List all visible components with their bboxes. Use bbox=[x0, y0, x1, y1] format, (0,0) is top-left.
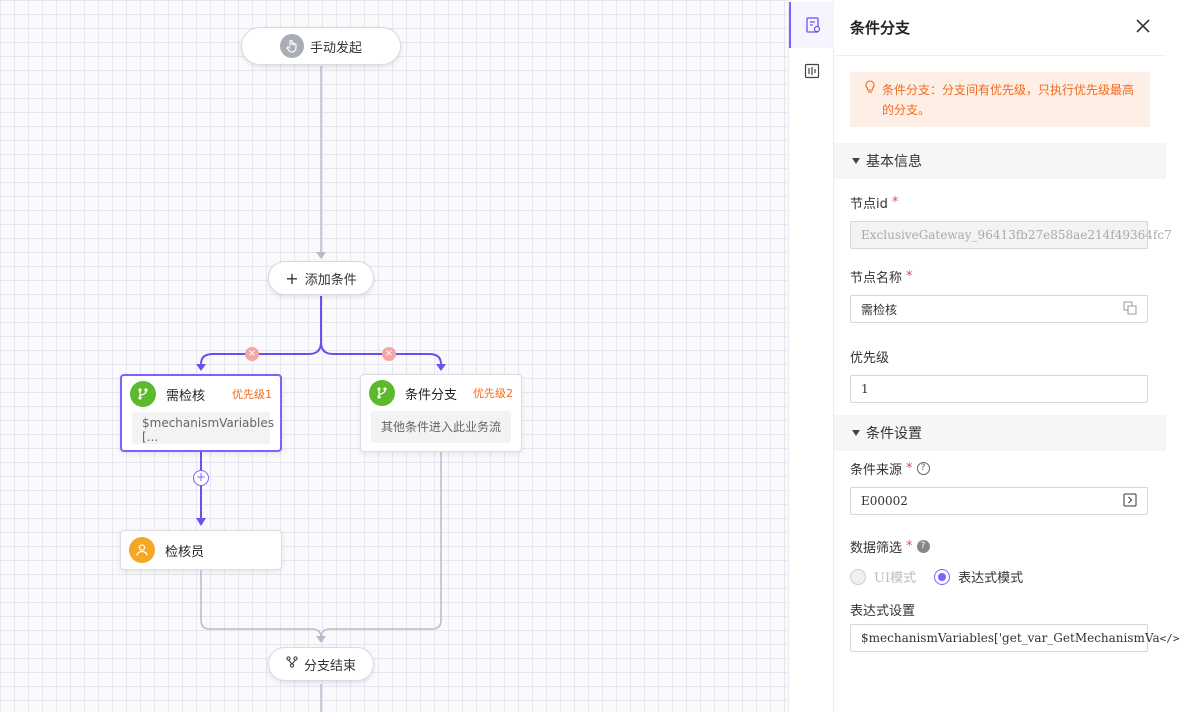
waveform-icon bbox=[804, 63, 820, 79]
required-mark: * bbox=[891, 194, 899, 210]
lightbulb-icon bbox=[864, 80, 876, 119]
add-condition-label: 添加条件 bbox=[304, 272, 357, 288]
branch-1-condition: $mechanismVariables [... bbox=[132, 412, 274, 444]
reviewer-label: 检核员 bbox=[165, 544, 205, 560]
branch-node-1[interactable]: 需检核 优先级1 $mechanismVariables [... bbox=[120, 374, 282, 452]
expr-label: 表达式设置 bbox=[834, 600, 1166, 619]
branch-icon bbox=[369, 380, 395, 406]
tip-text: 条件分支：分支间有优先级，只执行优先级最高的分支。 bbox=[882, 83, 1135, 117]
code-icon[interactable]: </> bbox=[1159, 631, 1180, 645]
priority-value: 1 bbox=[861, 382, 869, 396]
source-select[interactable]: E00002 bbox=[850, 487, 1148, 515]
source-label-text: 条件来源 bbox=[850, 462, 903, 478]
select-arrow-icon[interactable] bbox=[1123, 493, 1137, 510]
branch-node-2[interactable]: 条件分支 优先级2 其他条件进入此业务流 bbox=[360, 374, 522, 452]
node-id-label-text: 节点id bbox=[850, 196, 888, 212]
basic-info-section[interactable]: 基本信息 bbox=[834, 143, 1166, 179]
properties-panel: 条件分支 条件分支：分支间有优先级，只执行优先级最高的分支。 基本信息 节点id… bbox=[834, 0, 1180, 712]
condition-section-title: 条件设置 bbox=[866, 426, 922, 442]
node-id-value: ExclusiveGateway_96413fb27e858ae214f4936… bbox=[861, 228, 1172, 242]
user-icon bbox=[129, 537, 155, 563]
filter-mode-group: UI模式 表达式模式 bbox=[834, 567, 1166, 586]
close-icon[interactable] bbox=[1136, 18, 1150, 37]
required-mark: * bbox=[906, 460, 913, 476]
branch-icon bbox=[130, 381, 156, 407]
help-icon[interactable]: ? bbox=[916, 461, 930, 475]
expr-mode-radio[interactable] bbox=[934, 568, 951, 585]
translate-icon[interactable] bbox=[1123, 301, 1137, 318]
flow-canvas[interactable]: 手动发起 + 添加条件 × × 需检核 优先级1 $mechanismVaria… bbox=[0, 0, 788, 712]
basic-info-title: 基本信息 bbox=[866, 154, 922, 170]
required-mark: * bbox=[906, 538, 913, 554]
collapse-caret-icon bbox=[852, 430, 860, 436]
flow-edges bbox=[196, 66, 446, 712]
condition-section[interactable]: 条件设置 bbox=[834, 415, 1166, 451]
branch-2-title: 条件分支 bbox=[405, 387, 458, 403]
document-settings-icon bbox=[806, 17, 821, 33]
waveform-tab[interactable] bbox=[789, 48, 835, 94]
expr-input[interactable]: $mechanismVariables['get_var_GetMechanis… bbox=[850, 624, 1180, 652]
node-name-label: 节点名称 * bbox=[834, 267, 1166, 286]
collapse-caret-icon bbox=[852, 158, 860, 164]
branch-2-condition: 其他条件进入此业务流 bbox=[371, 411, 511, 443]
node-name-value: 需检核 bbox=[861, 302, 898, 317]
node-id-label: 节点id * bbox=[834, 193, 1166, 212]
side-icon-rail bbox=[788, 0, 835, 712]
ui-mode-radio[interactable] bbox=[850, 568, 866, 585]
branch-2-priority: 优先级2 bbox=[473, 387, 513, 400]
expr-value: $mechanismVariables['get_var_GetMechanis… bbox=[861, 631, 1160, 645]
required-mark: * bbox=[906, 268, 913, 284]
priority-label: 优先级 bbox=[834, 347, 1166, 366]
expr-mode-label: 表达式模式 bbox=[958, 571, 1024, 586]
filter-label: 数据筛选 * ? bbox=[834, 537, 1166, 556]
merge-icon bbox=[286, 656, 298, 672]
tip-banner: 条件分支：分支间有优先级，只执行优先级最高的分支。 bbox=[850, 72, 1150, 127]
branch-1-title: 需检核 bbox=[166, 388, 206, 404]
hand-pointer-icon bbox=[279, 34, 304, 58]
branch-end-label: 分支结束 bbox=[303, 658, 356, 674]
expr-label-text: 表达式设置 bbox=[850, 603, 916, 619]
node-settings-tab[interactable] bbox=[789, 2, 835, 48]
branch-1-condition-line1: $mechanismVariables bbox=[142, 416, 274, 430]
help-icon[interactable]: ? bbox=[916, 539, 930, 553]
branch-1-condition-line2: [... bbox=[142, 430, 159, 444]
source-value: E00002 bbox=[861, 494, 908, 508]
priority-label-text: 优先级 bbox=[850, 350, 890, 366]
panel-header: 条件分支 bbox=[834, 0, 1166, 56]
add-condition-button[interactable]: + 添加条件 bbox=[268, 261, 374, 295]
reviewer-node[interactable]: 检核员 bbox=[120, 530, 282, 570]
remove-branch-1-button[interactable]: × bbox=[245, 347, 259, 361]
filter-label-text: 数据筛选 bbox=[850, 540, 903, 556]
source-label: 条件来源 * ? bbox=[834, 459, 1166, 478]
add-node-button[interactable]: + bbox=[193, 470, 209, 486]
node-name-input[interactable]: 需检核 bbox=[850, 295, 1148, 323]
ui-mode-label: UI模式 bbox=[874, 571, 917, 586]
branch-end-node[interactable]: 分支结束 bbox=[268, 647, 374, 681]
start-node[interactable]: 手动发起 bbox=[241, 27, 401, 65]
node-id-field: ExclusiveGateway_96413fb27e858ae214f4936… bbox=[850, 221, 1172, 249]
priority-input[interactable]: 1 bbox=[850, 375, 1148, 403]
plus-icon: + bbox=[285, 268, 299, 288]
remove-branch-2-button[interactable]: × bbox=[382, 347, 396, 361]
panel-title: 条件分支 bbox=[850, 19, 911, 37]
start-node-label: 手动发起 bbox=[309, 40, 362, 56]
branch-1-priority: 优先级1 bbox=[232, 388, 272, 401]
node-name-label-text: 节点名称 bbox=[850, 270, 903, 286]
